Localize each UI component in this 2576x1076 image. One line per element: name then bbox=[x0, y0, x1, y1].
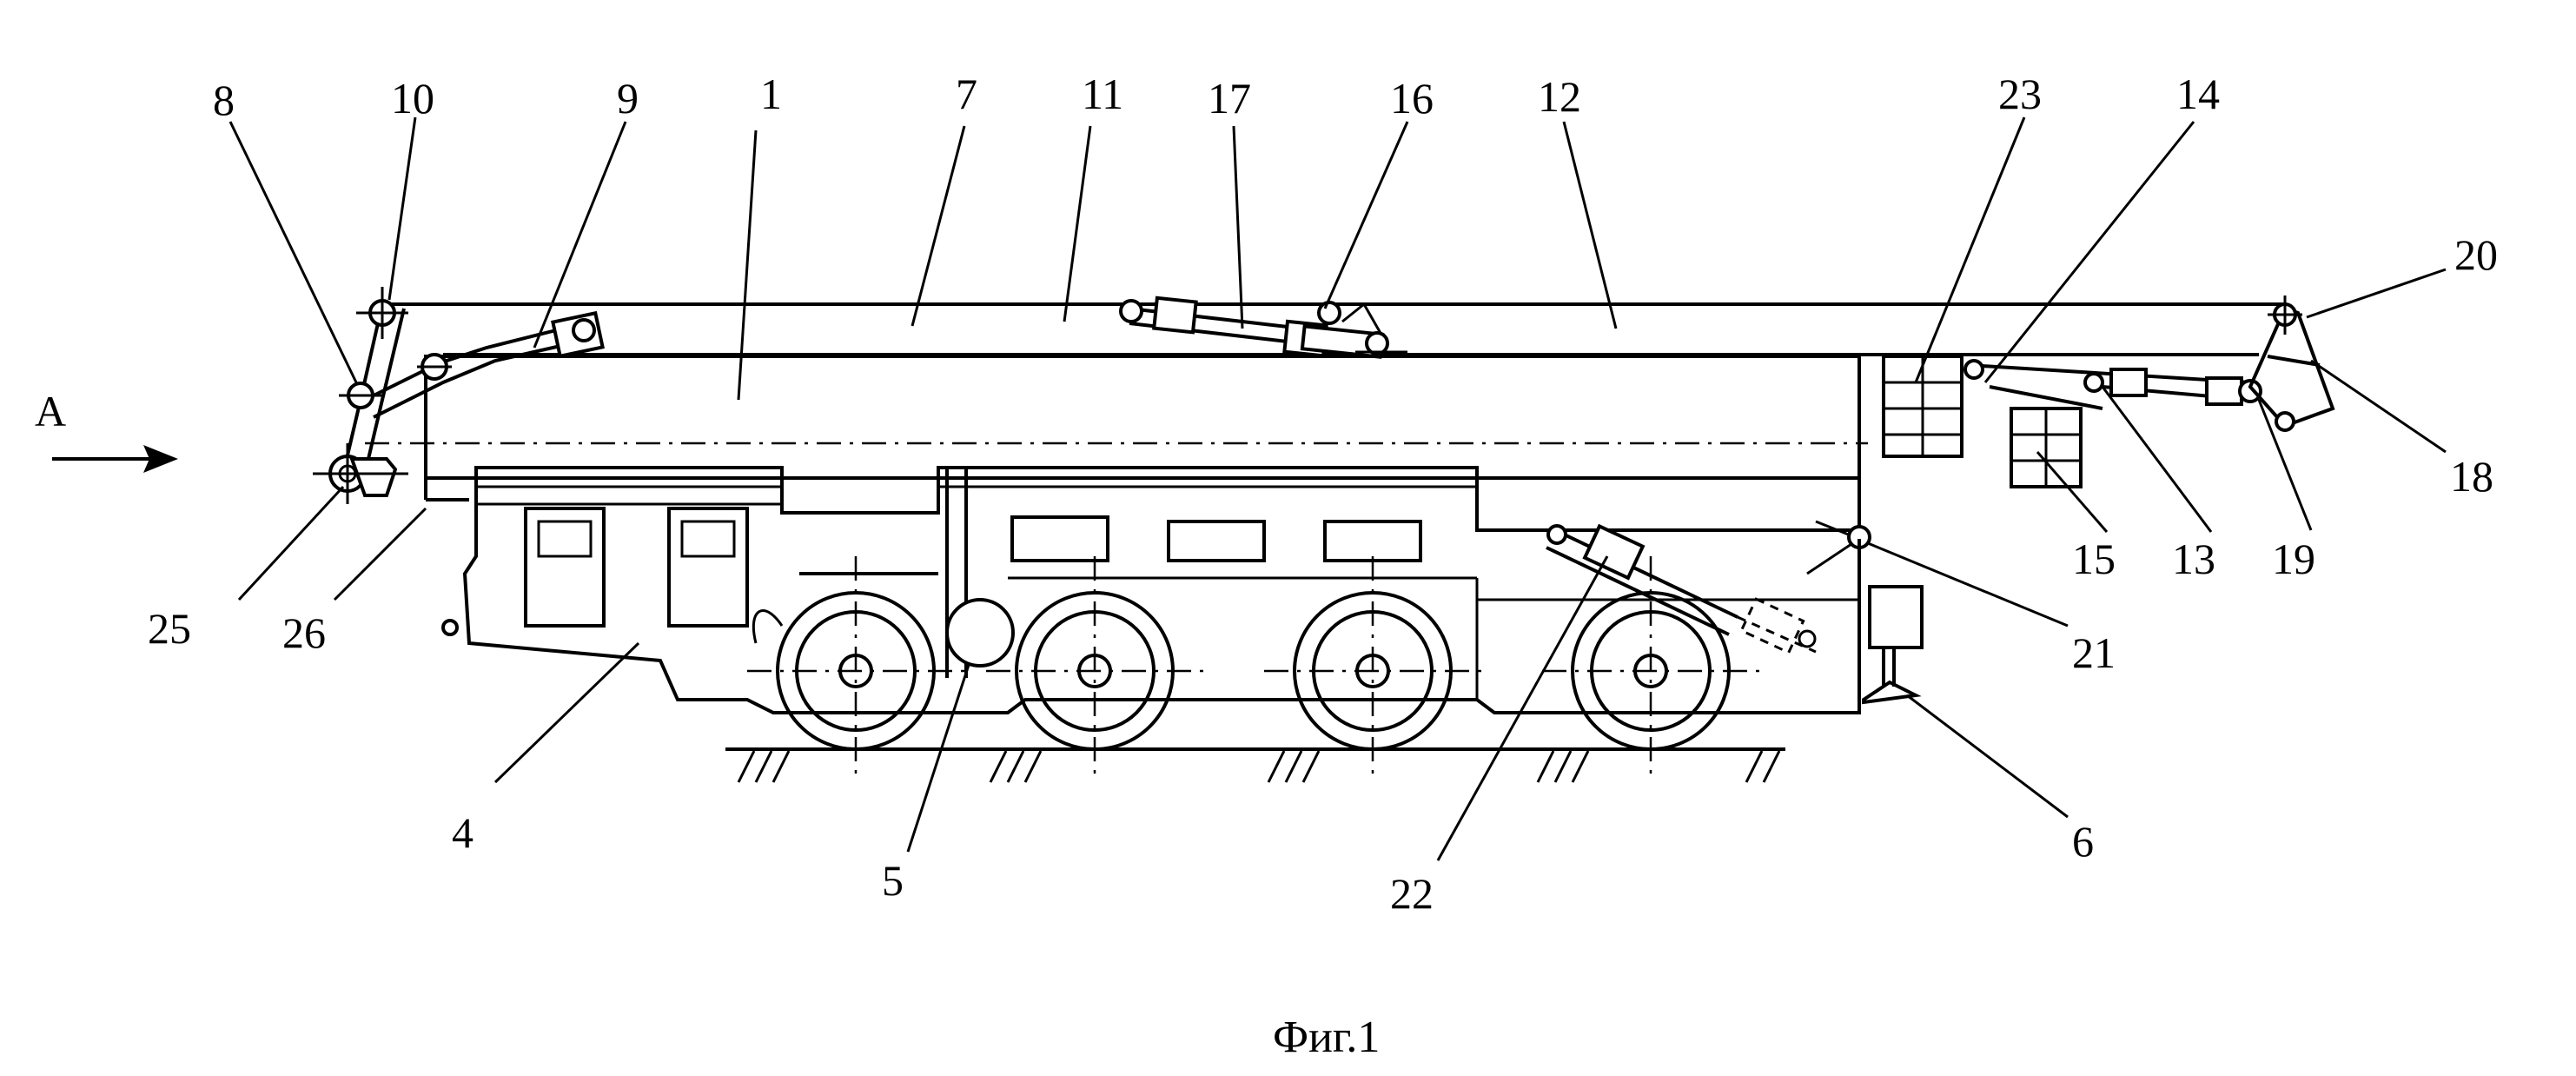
wheel-1 bbox=[747, 556, 964, 778]
label-11: 11 bbox=[1082, 70, 1123, 118]
label-7: 7 bbox=[956, 70, 977, 118]
wheel-4 bbox=[1542, 556, 1759, 778]
reference-labels: 8 10 9 1 7 11 17 16 12 23 14 20 18 15 13… bbox=[148, 70, 2498, 918]
label-14: 14 bbox=[2176, 70, 2220, 118]
label-16: 16 bbox=[1390, 74, 1434, 123]
figure-caption: Фиг.1 bbox=[1273, 1013, 1380, 1062]
label-15: 15 bbox=[2072, 535, 2116, 583]
label-21: 21 bbox=[2072, 628, 2116, 677]
front-mechanism bbox=[313, 287, 603, 504]
view-label: А bbox=[35, 387, 66, 435]
wheels bbox=[747, 556, 1759, 778]
label-1: 1 bbox=[760, 70, 782, 118]
label-9: 9 bbox=[617, 74, 639, 123]
wheel-2 bbox=[986, 556, 1203, 778]
label-4: 4 bbox=[452, 808, 473, 857]
label-6: 6 bbox=[2072, 817, 2094, 866]
lower-strut bbox=[1546, 521, 1870, 653]
label-8: 8 bbox=[213, 76, 235, 124]
side-window-3 bbox=[1325, 521, 1420, 561]
wheel-3 bbox=[1264, 556, 1481, 778]
label-23: 23 bbox=[1998, 70, 2042, 118]
side-window-1 bbox=[1012, 517, 1108, 561]
rear-mechanism bbox=[1859, 296, 2333, 530]
main-boom bbox=[365, 356, 1868, 500]
middle-cylinder bbox=[1121, 298, 1407, 357]
chassis-body bbox=[443, 468, 1859, 713]
label-26: 26 bbox=[282, 608, 326, 657]
label-13: 13 bbox=[2172, 535, 2215, 583]
label-22: 22 bbox=[1390, 869, 1434, 918]
label-20: 20 bbox=[2454, 230, 2498, 279]
side-window-2 bbox=[1169, 521, 1264, 561]
outrigger bbox=[1859, 539, 1922, 702]
label-5: 5 bbox=[882, 856, 904, 905]
pivot-joint bbox=[947, 600, 1013, 666]
label-12: 12 bbox=[1538, 72, 1581, 121]
label-25: 25 bbox=[148, 604, 191, 653]
label-19: 19 bbox=[2272, 535, 2315, 583]
label-10: 10 bbox=[391, 74, 434, 123]
label-18: 18 bbox=[2450, 452, 2493, 501]
label-17: 17 bbox=[1208, 74, 1251, 123]
ground-line bbox=[725, 749, 1785, 782]
view-arrow-a: А bbox=[35, 387, 178, 473]
